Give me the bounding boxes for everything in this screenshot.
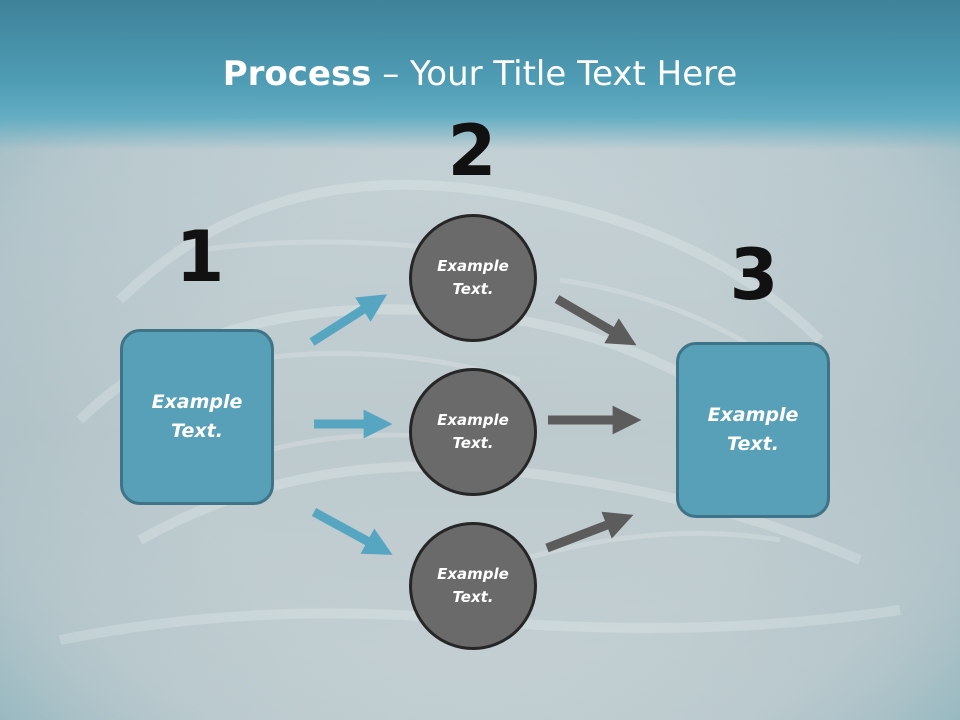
arrow-right-down bbox=[311, 508, 393, 555]
step-2-circle-middle[interactable]: Example Text. bbox=[409, 368, 537, 496]
step-number-3: 3 bbox=[729, 234, 779, 316]
step-1-box[interactable]: Example Text. bbox=[120, 329, 274, 505]
step-2-item-label: Example Text. bbox=[437, 257, 509, 298]
step-2-circle-bottom[interactable]: Example Text. bbox=[409, 522, 537, 650]
header-band bbox=[0, 0, 960, 150]
step-number-2: 2 bbox=[447, 110, 497, 192]
title-bold: Process bbox=[222, 54, 372, 94]
step-3-label: Example Text. bbox=[707, 404, 799, 455]
step-2-item-label: Example Text. bbox=[437, 565, 509, 606]
page-title: Process – Your Title Text Here bbox=[0, 52, 960, 96]
step-3-box[interactable]: Example Text. bbox=[676, 342, 830, 518]
title-rest: – Your Title Text Here bbox=[371, 54, 738, 94]
step-1-label: Example Text. bbox=[151, 391, 243, 442]
arrow-gray-up bbox=[545, 511, 634, 553]
arrow-right-up bbox=[309, 294, 388, 346]
step-number-1: 1 bbox=[175, 216, 225, 298]
arrow-gray-down bbox=[554, 295, 637, 346]
step-2-item-label: Example Text. bbox=[437, 411, 509, 452]
step-2-circle-top[interactable]: Example Text. bbox=[409, 214, 537, 342]
